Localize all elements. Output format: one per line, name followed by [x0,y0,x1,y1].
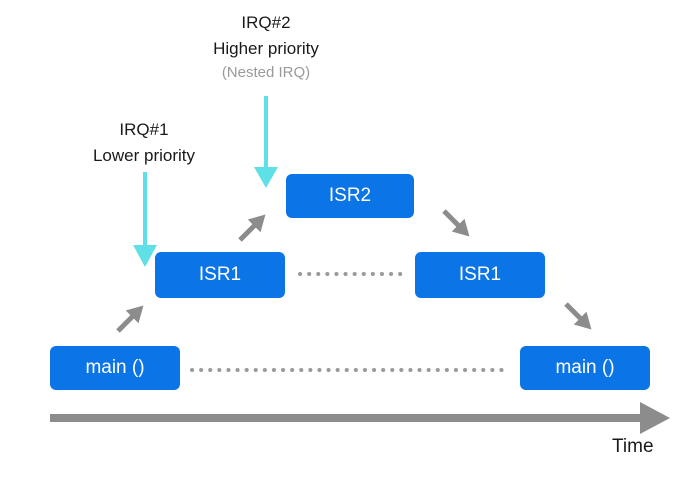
isr2-box: ISR2 [286,174,414,218]
isr1-box-left: ISR1 [155,252,285,298]
flow-arrow-main-to-isr1 [116,305,144,333]
main-box-right: main () [520,346,650,390]
time-axis-label: Time [612,436,654,457]
irq1-name: IRQ#1 [119,120,169,139]
flow-arrow-isr1-to-main [564,302,592,330]
flow-arrow-isr1-to-isr2 [238,214,266,242]
irq1-priority: Lower priority [92,146,196,165]
flow-arrow-isr2-to-isr1 [442,209,470,237]
irq1-arrow-icon [133,172,157,267]
irq2-priority: Higher priority [213,39,319,58]
irq2-name: IRQ#2 [241,13,291,32]
irq2-arrow-icon [254,96,278,188]
irq2-note: (Nested IRQ) [221,64,311,81]
time-axis-arrow [50,402,670,434]
isr1-box-right: ISR1 [415,252,545,298]
main-box-left: main () [50,346,180,390]
irq1-label: IRQ#1 Lower priority [64,117,224,169]
irq2-label: IRQ#2 Higher priority [186,10,346,62]
